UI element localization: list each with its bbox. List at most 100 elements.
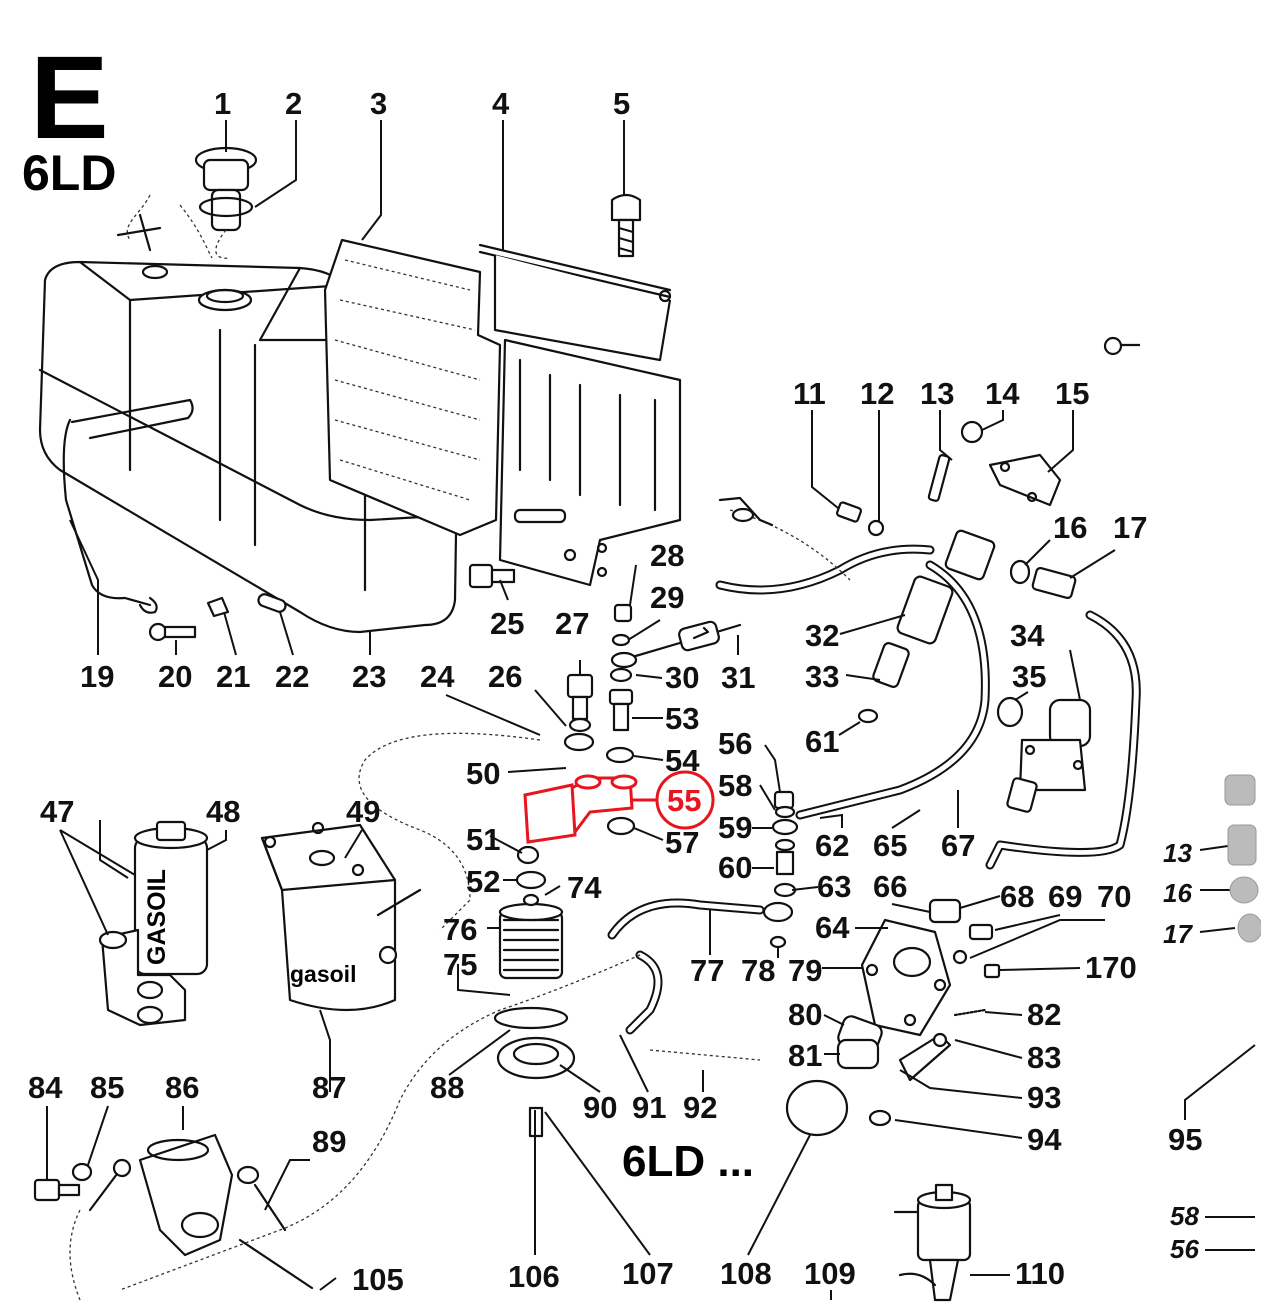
callout-79: 79 — [788, 953, 822, 988]
side-callout-13: 13 — [1163, 838, 1192, 868]
callout-51: 51 — [466, 822, 500, 857]
callout-4: 4 — [492, 86, 510, 121]
callout-82: 82 — [1027, 997, 1061, 1032]
callout-5: 5 — [613, 86, 630, 121]
callout-28: 28 — [650, 538, 684, 573]
callout-30: 30 — [665, 660, 699, 695]
clip-part — [206, 596, 230, 618]
fuel-filter-left-part: GASOIL — [98, 820, 209, 1027]
callout-32: 32 — [805, 618, 839, 653]
callout-109: 109 — [804, 1256, 856, 1291]
callout-55: 55 — [667, 783, 701, 818]
callout-91: 91 — [632, 1090, 666, 1125]
side-callout-17: 17 — [1163, 919, 1193, 949]
callout-50: 50 — [466, 756, 500, 791]
callout-94: 94 — [1027, 1122, 1062, 1157]
callout-21: 21 — [216, 659, 250, 694]
callout-35: 35 — [1012, 659, 1046, 694]
three-way-fitting-highlighted — [523, 770, 715, 844]
sleeve-part — [257, 593, 287, 613]
heat-shield-part — [323, 238, 502, 537]
callout-52: 52 — [466, 864, 500, 899]
filter-left-text: GASOIL — [143, 869, 171, 965]
callout-170: 170 — [1085, 950, 1137, 985]
callout-90: 90 — [583, 1090, 617, 1125]
side-callout-56: 56 — [1170, 1234, 1199, 1264]
water-separator-part — [893, 1183, 972, 1302]
callout-2: 2 — [285, 86, 302, 121]
callout-108: 108 — [720, 1256, 772, 1291]
callout-70: 70 — [1097, 879, 1131, 914]
fuel-return-pipe-part — [715, 496, 990, 820]
callout-14: 14 — [985, 376, 1020, 411]
callout-27: 27 — [555, 606, 589, 641]
routing-dash-2 — [119, 954, 641, 1291]
callout-75: 75 — [443, 947, 477, 982]
callout-11: 11 — [793, 376, 826, 411]
fuel-cap-part — [116, 146, 258, 259]
callout-13: 13 — [920, 376, 954, 411]
callout-19: 19 — [80, 659, 114, 694]
callout-87: 87 — [312, 1070, 346, 1105]
callout-95: 95 — [1168, 1122, 1202, 1157]
filter-center-text: gasoil — [290, 961, 356, 987]
footer-model-label: 6LD ... — [622, 1137, 754, 1186]
fuel-filter-center-part: gasoil — [260, 821, 422, 1012]
callout-86: 86 — [165, 1070, 199, 1105]
callout-49: 49 — [346, 794, 380, 829]
callout-84: 84 — [28, 1070, 63, 1105]
tank-bracket-part — [478, 243, 682, 587]
lower-hose-part — [607, 898, 794, 1035]
section-letter: E — [30, 32, 109, 164]
adjacent-page-remnants — [1224, 774, 1261, 943]
callout-53: 53 — [665, 701, 699, 736]
banjo-bolt-stack-part — [515, 667, 636, 907]
bolt-part — [610, 193, 642, 258]
callout-26: 26 — [488, 659, 522, 694]
callout-22: 22 — [275, 659, 309, 694]
callout-93: 93 — [1027, 1080, 1061, 1115]
leader-lines — [46, 120, 1256, 1300]
callout-77: 77 — [690, 953, 724, 988]
drain-bolt-part — [468, 563, 516, 589]
callout-80: 80 — [788, 997, 822, 1032]
callout-59: 59 — [718, 810, 752, 845]
callout-69: 69 — [1048, 879, 1082, 914]
callout-107: 107 — [622, 1256, 674, 1291]
callout-24: 24 — [420, 659, 455, 694]
callout-47: 47 — [40, 794, 74, 829]
callout-3: 3 — [370, 86, 387, 121]
pipe-to-pump-part — [985, 610, 1141, 870]
callout-17: 17 — [1113, 510, 1147, 545]
engine-model-title: 6LD — [22, 145, 116, 201]
injector-part — [857, 529, 996, 724]
callout-92: 92 — [683, 1090, 717, 1125]
callout-61: 61 — [805, 724, 839, 759]
callout-110: 110 — [1015, 1256, 1065, 1291]
lift-pump-part — [33, 1133, 314, 1301]
callout-85: 85 — [90, 1070, 124, 1105]
callout-16: 16 — [1053, 510, 1087, 545]
callout-65: 65 — [873, 828, 907, 863]
callout-57: 57 — [665, 825, 699, 860]
callout-68: 68 — [1000, 879, 1034, 914]
callout-54: 54 — [665, 743, 700, 778]
callout-62: 62 — [815, 828, 849, 863]
callout-74: 74 — [567, 870, 602, 905]
routing-dash-3 — [649, 1049, 761, 1061]
filter-element-part — [493, 902, 576, 1138]
callout-60: 60 — [718, 850, 752, 885]
callout-67: 67 — [941, 828, 975, 863]
callout-66: 66 — [873, 869, 907, 904]
routing-dash-1 — [358, 732, 541, 931]
callout-12: 12 — [860, 376, 894, 411]
fuel-pump-part — [996, 696, 1092, 813]
callout-78: 78 — [741, 953, 775, 988]
callout-83: 83 — [1027, 1040, 1061, 1075]
callout-23: 23 — [352, 659, 386, 694]
callout-31: 31 — [721, 660, 755, 695]
callout-64: 64 — [815, 910, 850, 945]
callout-105: 105 — [352, 1262, 404, 1297]
callout-numbers: 1 2 3 4 5 11 12 13 14 15 16 17 19 20 21 … — [28, 86, 1202, 1297]
